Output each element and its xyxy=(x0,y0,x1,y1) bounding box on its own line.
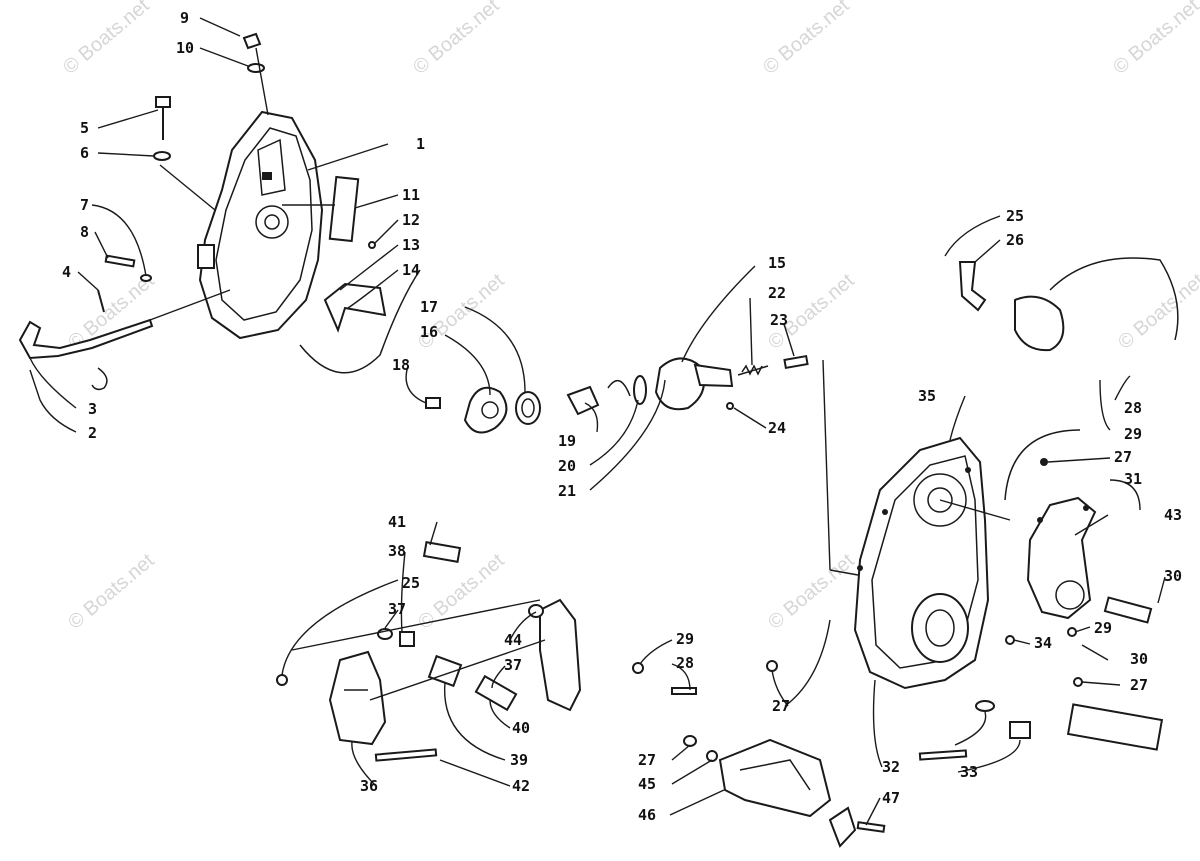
callout-44: 44 xyxy=(504,631,522,649)
watermark: © Boats.net xyxy=(409,0,504,79)
watermark: © Boats.net xyxy=(1109,0,1200,79)
callout-35: 35 xyxy=(918,387,936,405)
callout-33: 33 xyxy=(960,763,978,781)
callout-38: 38 xyxy=(388,542,406,560)
callout-30: 30 xyxy=(1164,567,1182,585)
callout-29: 29 xyxy=(1094,619,1112,637)
callout-28: 28 xyxy=(1124,399,1142,417)
callout-31: 31 xyxy=(1124,470,1142,488)
callout-40: 40 xyxy=(512,719,530,737)
callout-27: 27 xyxy=(772,697,790,715)
callout-27: 27 xyxy=(1130,676,1148,694)
callout-2: 2 xyxy=(88,424,97,442)
callout-8: 8 xyxy=(80,223,89,241)
drive-assembly xyxy=(425,354,859,576)
callout-11: 11 xyxy=(402,186,420,204)
watermark: © Boats.net xyxy=(414,549,509,633)
callout-34: 34 xyxy=(1034,634,1052,652)
watermark: © Boats.net xyxy=(64,549,159,633)
callout-32: 32 xyxy=(882,758,900,776)
callout-19: 19 xyxy=(558,432,576,450)
chaincase-cover xyxy=(197,110,324,340)
callout-22: 22 xyxy=(768,284,786,302)
lower-bracket-assembly xyxy=(683,735,886,848)
callout-10: 10 xyxy=(176,39,194,57)
callout-28: 28 xyxy=(676,654,694,672)
callout-45: 45 xyxy=(638,775,656,793)
watermark: © Boats.net xyxy=(59,0,154,79)
watermark: © Boats.net xyxy=(764,549,859,633)
callout-36: 36 xyxy=(360,777,378,795)
callout-6: 6 xyxy=(80,144,89,162)
callout-26: 26 xyxy=(1006,231,1024,249)
callout-30: 30 xyxy=(1130,650,1148,668)
cover-hardware xyxy=(18,32,421,391)
callout-21: 21 xyxy=(558,482,576,500)
callout-47: 47 xyxy=(882,789,900,807)
callout-13: 13 xyxy=(402,236,420,254)
callout-16: 16 xyxy=(420,323,438,341)
callout-18: 18 xyxy=(392,356,410,374)
callout-27: 27 xyxy=(638,751,656,769)
leader-lines xyxy=(29,17,1166,826)
callout-5: 5 xyxy=(80,119,89,137)
callout-17: 17 xyxy=(420,298,438,316)
callout-25: 25 xyxy=(402,574,420,592)
callout-42: 42 xyxy=(512,777,530,795)
callout-14: 14 xyxy=(402,261,420,279)
callout-3: 3 xyxy=(88,400,97,418)
callout-24: 24 xyxy=(768,419,786,437)
callout-46: 46 xyxy=(638,806,656,824)
callout-43: 43 xyxy=(1164,506,1182,524)
chaincase-housing xyxy=(766,257,1179,761)
callout-1: 1 xyxy=(416,135,425,153)
callout-29: 29 xyxy=(676,630,694,648)
callout-7: 7 xyxy=(80,196,89,214)
callout-37: 37 xyxy=(504,656,522,674)
callout-25: 25 xyxy=(1006,207,1024,225)
watermark: © Boats.net xyxy=(759,0,854,79)
callout-20: 20 xyxy=(558,457,576,475)
callout-37: 37 xyxy=(388,600,406,618)
callout-41: 41 xyxy=(388,513,406,531)
callout-15: 15 xyxy=(768,254,786,272)
callout-23: 23 xyxy=(770,311,788,329)
brake-assembly xyxy=(276,540,697,762)
callout-9: 9 xyxy=(180,9,189,27)
watermark: © Boats.net xyxy=(1114,269,1200,353)
callout-4: 4 xyxy=(62,263,71,281)
callout-27: 27 xyxy=(1114,448,1132,466)
callout-12: 12 xyxy=(402,211,420,229)
callout-39: 39 xyxy=(510,751,528,769)
callout-29: 29 xyxy=(1124,425,1142,443)
callout-labels: 1 2 3 4 5 6 7 8 9 10 11 12 13 14 15 16 1… xyxy=(62,9,1182,824)
